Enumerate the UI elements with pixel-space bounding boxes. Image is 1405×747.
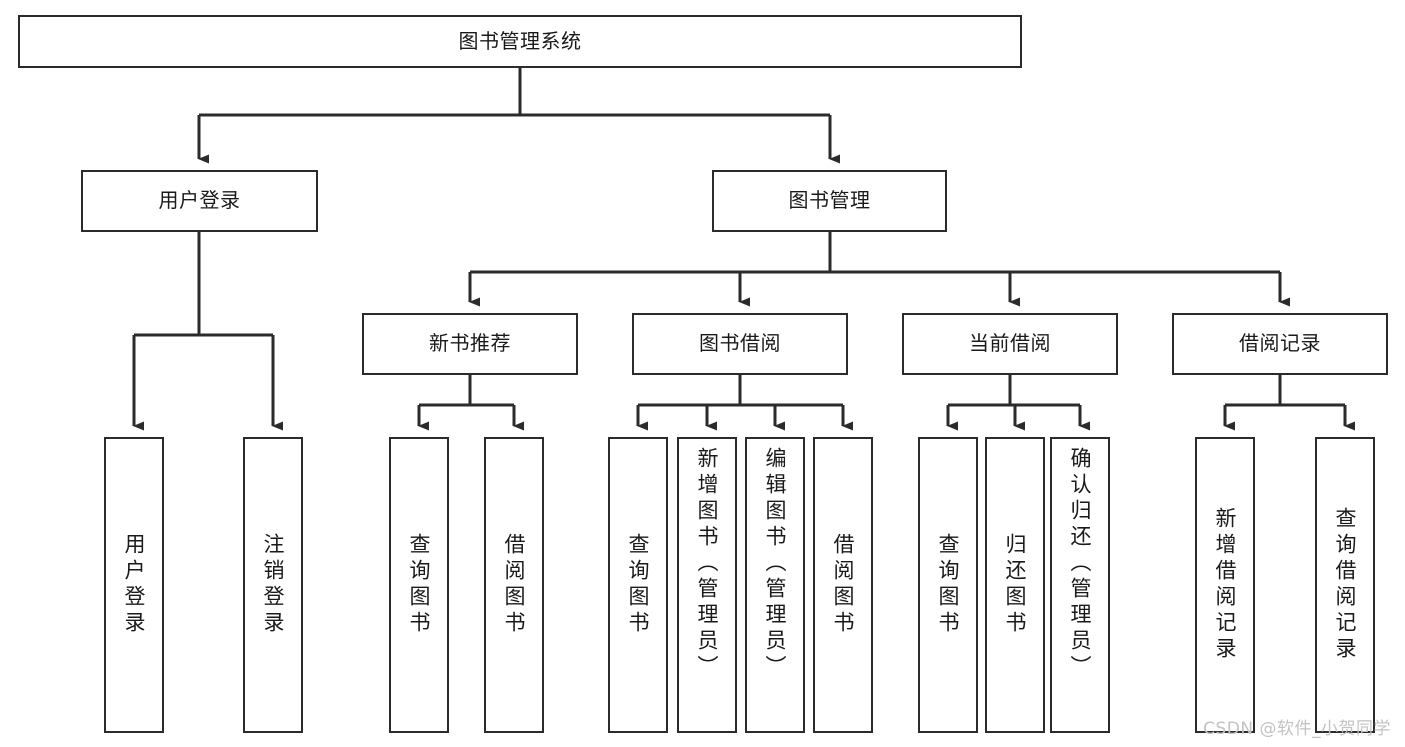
node-label: 借阅记录 bbox=[1239, 331, 1321, 356]
leaf-query-book-current[interactable]: 查询图书 bbox=[918, 437, 978, 733]
node-label: 图书借阅 bbox=[699, 331, 781, 356]
node-label: 注销登录 bbox=[261, 533, 286, 637]
node-label: 新增图书（管理员） bbox=[695, 447, 720, 681]
node-label: 图书管理 bbox=[788, 188, 871, 213]
leaf-borrow-book-recommend[interactable]: 借阅图书 bbox=[484, 437, 544, 733]
node-book-borrow[interactable]: 图书借阅 bbox=[632, 313, 848, 375]
node-label: 新增借阅记录 bbox=[1213, 507, 1238, 663]
node-label: 用户登录 bbox=[158, 188, 241, 213]
leaf-edit-book-admin[interactable]: 编辑图书（管理员） bbox=[745, 437, 805, 733]
node-user-login[interactable]: 用户登录 bbox=[81, 170, 318, 232]
node-book-management[interactable]: 图书管理 bbox=[712, 170, 947, 232]
node-label: 新书推荐 bbox=[429, 331, 511, 356]
node-label: 借阅图书 bbox=[502, 533, 527, 637]
node-label: 当前借阅 bbox=[969, 331, 1051, 356]
watermark-text: CSDN @软件_小贺同学 bbox=[1203, 719, 1391, 739]
node-root-book-management-system[interactable]: 图书管理系统 bbox=[18, 15, 1022, 68]
leaf-query-borrow-record[interactable]: 查询借阅记录 bbox=[1315, 437, 1375, 733]
leaf-confirm-return-admin[interactable]: 确认归还（管理员） bbox=[1050, 437, 1110, 733]
node-current-borrow[interactable]: 当前借阅 bbox=[902, 313, 1118, 375]
node-label: 查询图书 bbox=[936, 533, 961, 637]
leaf-return-book[interactable]: 归还图书 bbox=[985, 437, 1045, 733]
node-label: 编辑图书（管理员） bbox=[763, 447, 788, 681]
node-label: 归还图书 bbox=[1003, 533, 1028, 637]
leaf-add-borrow-record[interactable]: 新增借阅记录 bbox=[1195, 437, 1255, 733]
leaf-add-book-admin[interactable]: 新增图书（管理员） bbox=[677, 437, 737, 733]
leaf-borrow-book[interactable]: 借阅图书 bbox=[813, 437, 873, 733]
leaf-query-book-recommend[interactable]: 查询图书 bbox=[389, 437, 449, 733]
node-label: 查询图书 bbox=[626, 533, 651, 637]
node-label: 用户登录 bbox=[122, 533, 147, 637]
node-label: 确认归还（管理员） bbox=[1068, 447, 1093, 681]
node-label: 查询图书 bbox=[407, 533, 432, 637]
node-label: 查询借阅记录 bbox=[1333, 507, 1358, 663]
node-label: 图书管理系统 bbox=[458, 28, 582, 53]
node-borrow-record[interactable]: 借阅记录 bbox=[1172, 313, 1388, 375]
node-new-book-recommend[interactable]: 新书推荐 bbox=[362, 313, 578, 375]
leaf-logout[interactable]: 注销登录 bbox=[243, 437, 303, 733]
node-label: 借阅图书 bbox=[831, 533, 856, 637]
leaf-query-book-borrow[interactable]: 查询图书 bbox=[608, 437, 668, 733]
leaf-user-login[interactable]: 用户登录 bbox=[104, 437, 164, 733]
